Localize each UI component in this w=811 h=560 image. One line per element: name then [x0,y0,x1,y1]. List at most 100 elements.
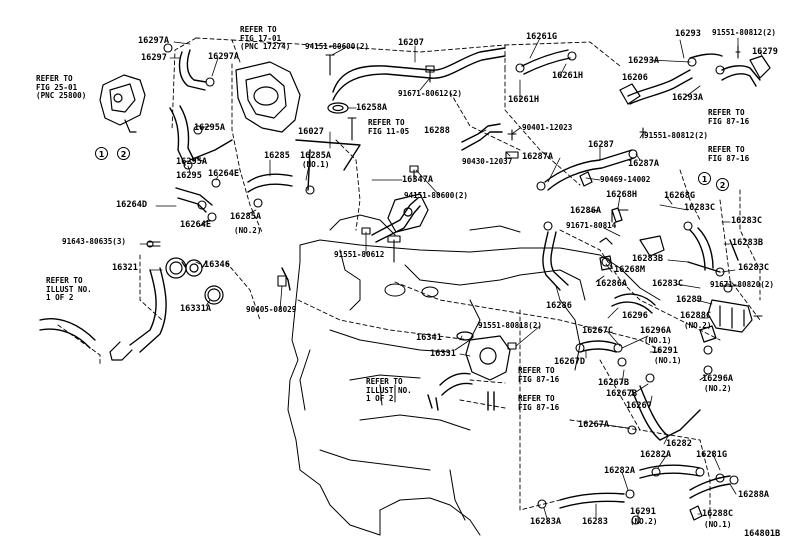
part-label: (NO.1) [302,160,330,169]
part-label: 16282A [640,450,672,460]
part-label: 16286A [596,279,628,289]
part-label: 16293 [675,29,701,39]
part-label: 16285A [300,151,332,161]
leader-lines [139,37,763,523]
part-label: 16296A [702,374,734,384]
part-label: 16267A [578,420,610,430]
refer-note-fig87-16-c: REFER TO FIG 87-16 [518,366,560,384]
refer-note-fig11-05: REFER TO FIG 11-05 [368,118,410,136]
part-label: 91671-80814 [566,221,617,230]
part-label: 16295 [176,171,202,181]
part-label: 16331A [180,304,212,314]
part-label: 90430-12037 [462,157,513,166]
part-label: 16264E [180,220,212,230]
part-label: 16268G [664,191,696,201]
part-label: 16295A [176,157,208,167]
refer-note-illust-center: REFER TO ILLUST NO. 1 OF 2 [366,377,412,403]
callout-circle-1: 1 [95,147,108,160]
pipes-and-hoses [39,47,761,509]
refer-note-fig17-01: REFER TO FIG 17-01 (PNC 17274) [240,25,291,51]
part-label: 16296 [622,311,648,321]
part-label: 16283C [684,203,716,213]
part-label: 91551-80612 [334,250,385,259]
part-label: 16283A [530,517,562,527]
part-label: 94151-80600(2) [305,42,370,51]
part-label: 16267C [582,326,614,336]
part-label: 16283C [738,263,770,273]
part-label: 16281G [696,450,728,460]
refer-note-fig25-01: REFER TO FIG 25-01 (PNC 25800) [36,74,87,100]
part-label: 16282 [666,439,692,449]
part-label: 16297A [208,52,240,62]
part-label: 16288 [424,126,450,136]
part-label: 16258A [356,103,388,113]
callout-circle-2: 2 [117,147,130,160]
part-label: 16287 [588,140,614,150]
part-label: 90469-14002 [600,175,651,184]
diagram-code: 164801B [744,529,781,539]
part-label: 16268M [614,265,646,275]
part-label: 16347A [402,175,434,185]
part-label: 16331 [430,349,456,359]
part-label: 16285A [230,212,262,222]
part-label: 16291 [630,507,656,517]
part-label: 16346 [204,260,230,270]
dashed-boundary-lines [57,37,761,521]
part-label: 16297 [141,53,167,63]
part-label: 16286 [546,301,572,311]
part-label: 16285 [264,151,290,161]
part-label: 16264E [208,169,240,179]
part-label: 16288A [738,490,770,500]
part-label: 16293A [672,93,704,103]
part-label: 91551-80812(2) [644,131,709,140]
part-label: 16283 [582,517,608,527]
part-label: 16287A [628,159,660,169]
part-label: 91551-80812(2) [712,28,777,37]
part-label: 16283C [652,279,684,289]
part-label: 16206 [622,73,648,83]
part-label: 16267 [626,401,652,411]
part-label: 16267D [554,357,586,367]
part-label: 16295A [194,123,226,133]
part-label: (NO.2) [630,517,658,526]
part-label: 90405-08029 [246,305,297,314]
part-label: 16289 [676,295,702,305]
refer-note-fig87-16-d: REFER TO FIG 87-16 [518,394,560,412]
part-label: 16267B [606,389,638,399]
part-label: 91671-80612(2) [398,89,463,98]
part-label: 16261H [508,95,540,105]
callout-circle-1-right: 1 [698,172,711,185]
part-label: (NO.2) [234,226,262,235]
part-label: 90401-12023 [522,123,573,132]
part-label: 16287A [522,152,554,162]
part-label: 16261G [526,32,558,42]
part-label: 16264D [116,200,148,210]
part-label: 16286A [570,206,602,216]
part-label: 16288C [680,311,712,321]
part-label: 16341 [416,333,442,343]
part-label: (NO.1) [654,356,682,365]
part-label: (NO.1) [704,520,732,529]
part-label: 94151-80600(2) [404,191,469,200]
part-label: 91643-80635(3) [62,237,127,246]
refer-note-illust-left: REFER TO ILLUST NO. 1 OF 2 [46,276,92,302]
engine-block-outline [287,214,661,536]
callout-circle-2-right: 2 [716,178,729,191]
part-label: 16283C [731,216,763,226]
part-label: 16207 [398,38,424,48]
refer-note-fig87-16-b: REFER TO FIG 87-16 [708,145,750,163]
part-label: 16279 [752,47,778,57]
part-label: 16293A [628,56,660,66]
part-label: 16291 [652,346,678,356]
part-label: 16288C [702,509,734,519]
part-label: 16321 [112,263,138,273]
part-label: 16268H [606,190,638,200]
part-label: 16283B [632,254,664,264]
part-label: (NO.2) [704,384,732,393]
part-label: 16282A [604,466,636,476]
refer-note-fig87-16-a: REFER TO FIG 87-16 [708,108,750,126]
part-label: (NO.2) [684,321,712,330]
part-label: 16267B [598,378,630,388]
